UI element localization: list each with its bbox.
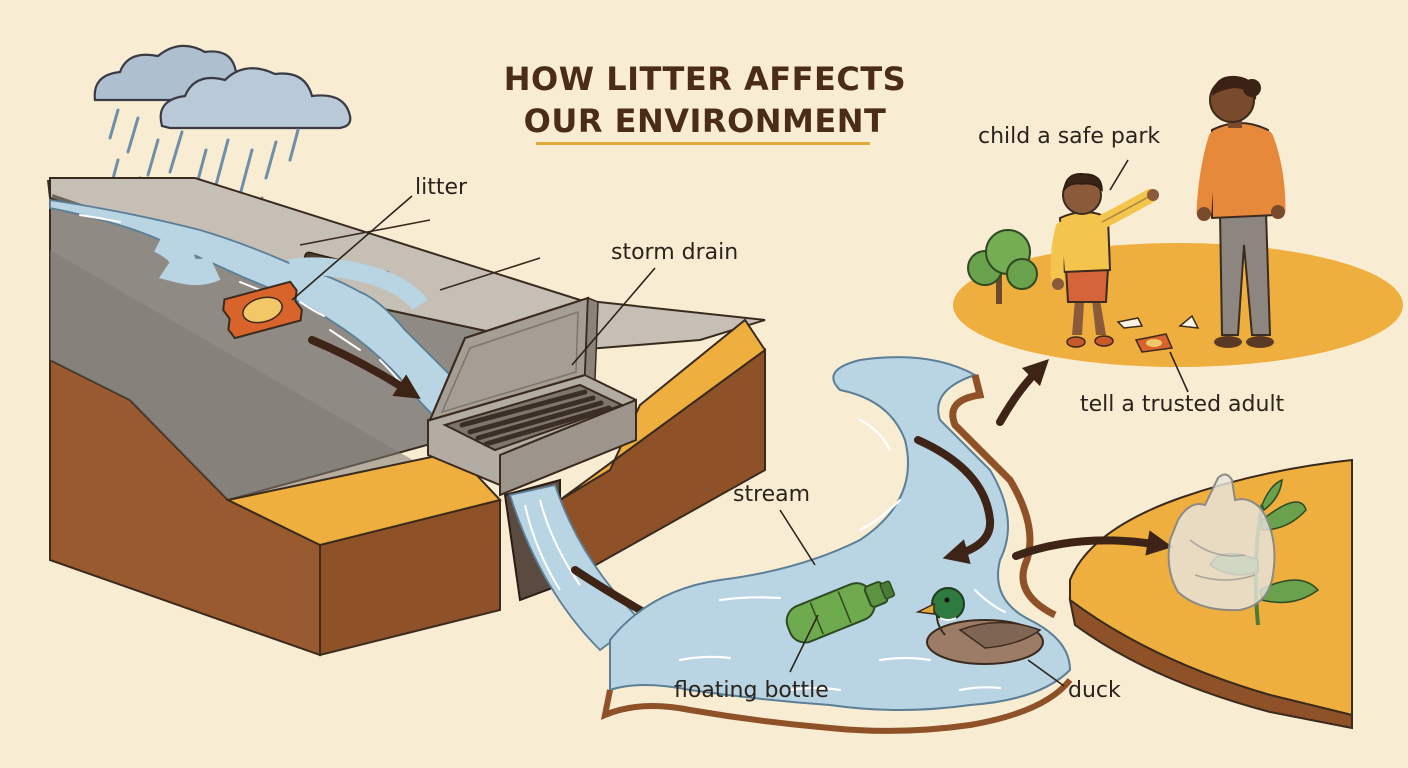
tell-adult-leader-line — [1169, 351, 1189, 393]
bottle-icon — [785, 580, 896, 644]
duck-leader-line — [1027, 659, 1065, 687]
tree-icon — [967, 229, 1038, 304]
stream-leader-line — [779, 509, 816, 566]
storm-drain-leader-line — [571, 267, 656, 366]
child-leader-line — [1109, 159, 1129, 191]
title-line-2: OUR ENVIRONMENT — [523, 102, 887, 140]
bottle-leader-line — [789, 614, 819, 673]
flow-arrow — [1012, 530, 1173, 560]
label-tell-adult: tell a trusted adult — [1080, 392, 1285, 417]
title-underline — [536, 142, 870, 145]
duck-icon — [915, 587, 1044, 665]
flow-arrow — [308, 336, 421, 399]
flow-arrow — [914, 436, 995, 565]
diagram-title: HOW LITTER AFFECTS OUR ENVIRONMENT — [480, 58, 930, 142]
label-floating-bottle: floating bottle — [674, 678, 829, 703]
plastic-bag-icon — [1167, 473, 1276, 612]
label-duck: duck — [1068, 678, 1121, 703]
label-child-park: child a safe park — [978, 124, 1161, 149]
litter-leader-line — [291, 195, 413, 301]
chip-bag-litter-icon — [222, 280, 303, 340]
label-stream: stream — [733, 482, 811, 507]
flow-arrow — [996, 358, 1050, 426]
rain-cloud-icon — [93, 44, 352, 130]
child-figure — [1050, 173, 1159, 348]
label-storm-drain: storm drain — [611, 240, 739, 265]
title-line-1: HOW LITTER AFFECTS — [503, 60, 907, 98]
adult-figure — [1196, 75, 1286, 348]
label-litter: litter — [415, 175, 468, 200]
litter-scraps-icon — [1116, 314, 1200, 353]
stream — [600, 356, 1073, 734]
